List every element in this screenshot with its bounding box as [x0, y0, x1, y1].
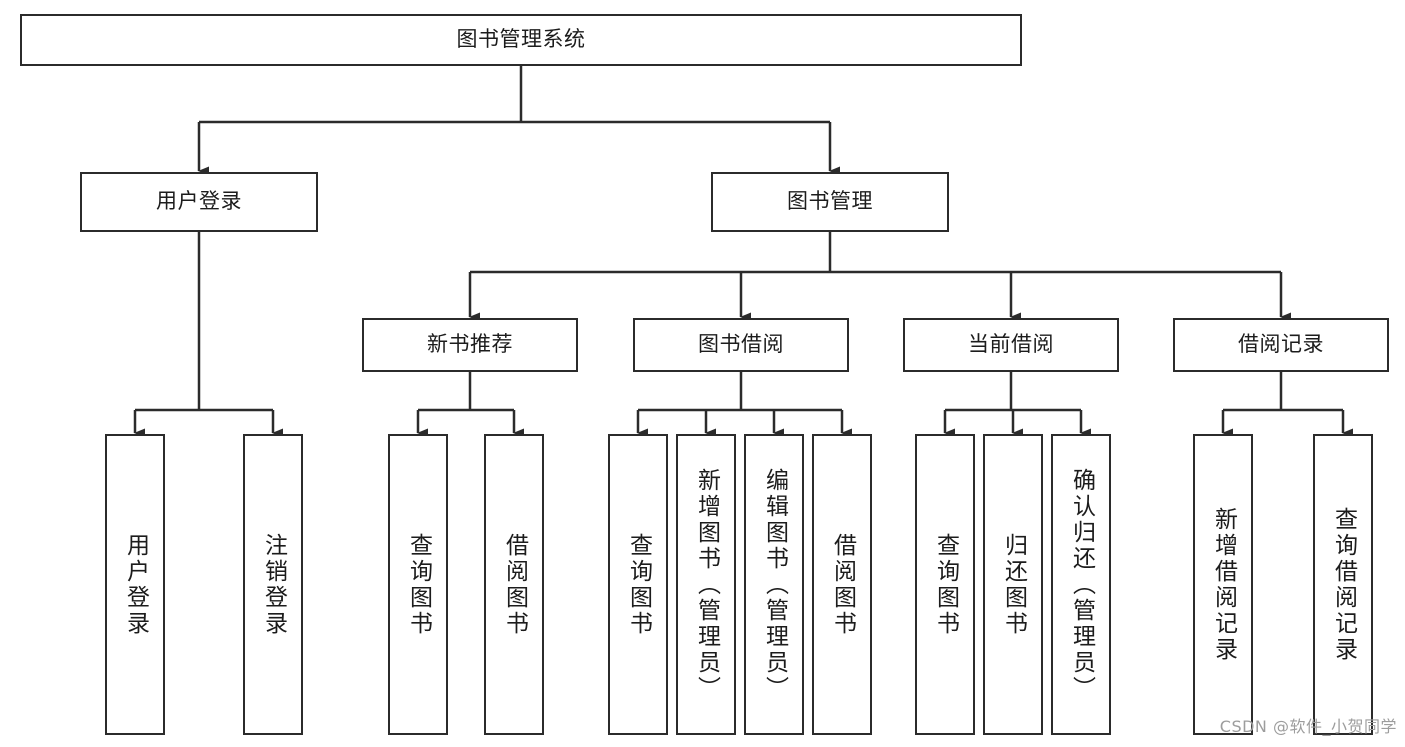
node-label: 图书借阅	[698, 332, 784, 357]
node-label: 图书管理系统	[456, 27, 586, 52]
node-l-confirmreturn: 确认归还（管理员）	[1051, 434, 1111, 735]
node-l-addbook: 新增图书（管理员）	[676, 434, 736, 735]
watermark-credit: CSDN @软件_小贺同学	[1219, 717, 1397, 736]
node-l-returnbook: 归还图书	[983, 434, 1043, 735]
node-label: 当前借阅	[968, 332, 1054, 357]
node-label: 借阅记录	[1238, 332, 1324, 357]
node-l-editbook: 编辑图书（管理员）	[744, 434, 804, 735]
node-label: 归还图书	[1000, 532, 1027, 637]
node-n-bookmgmt: 图书管理	[711, 172, 949, 232]
node-l-querybook-b: 查询图书	[608, 434, 668, 735]
node-label: 确认归还（管理员）	[1068, 467, 1095, 702]
node-n-current: 当前借阅	[903, 318, 1119, 372]
node-label: 借阅图书	[501, 532, 528, 637]
node-label: 新增图书（管理员）	[693, 467, 720, 702]
node-label: 用户登录	[156, 189, 242, 214]
node-label: 查询图书	[405, 532, 432, 637]
node-l-userlogin: 用户登录	[105, 434, 165, 735]
node-label: 查询图书	[932, 532, 959, 637]
node-label: 用户登录	[122, 532, 149, 637]
node-l-logout: 注销登录	[243, 434, 303, 735]
node-n-newbook: 新书推荐	[362, 318, 578, 372]
node-label: 新书推荐	[427, 332, 513, 357]
node-n-login: 用户登录	[80, 172, 318, 232]
node-l-querybook-c: 查询图书	[915, 434, 975, 735]
node-label: 新增借阅记录	[1210, 506, 1237, 663]
node-label: 查询图书	[625, 532, 652, 637]
node-label: 编辑图书（管理员）	[761, 467, 788, 702]
node-l-queryrecord: 查询借阅记录	[1313, 434, 1373, 735]
node-root: 图书管理系统	[20, 14, 1022, 66]
node-l-querybook-new: 查询图书	[388, 434, 448, 735]
node-n-borrow: 图书借阅	[633, 318, 849, 372]
node-label: 注销登录	[260, 532, 287, 637]
node-label: 图书管理	[787, 189, 873, 214]
node-l-borrowbook-b: 借阅图书	[812, 434, 872, 735]
node-l-borrowbook-new: 借阅图书	[484, 434, 544, 735]
edge-group	[133, 66, 1353, 438]
node-n-record: 借阅记录	[1173, 318, 1389, 372]
node-label: 查询借阅记录	[1330, 506, 1357, 663]
node-label: 借阅图书	[829, 532, 856, 637]
node-l-addrecord: 新增借阅记录	[1193, 434, 1253, 735]
